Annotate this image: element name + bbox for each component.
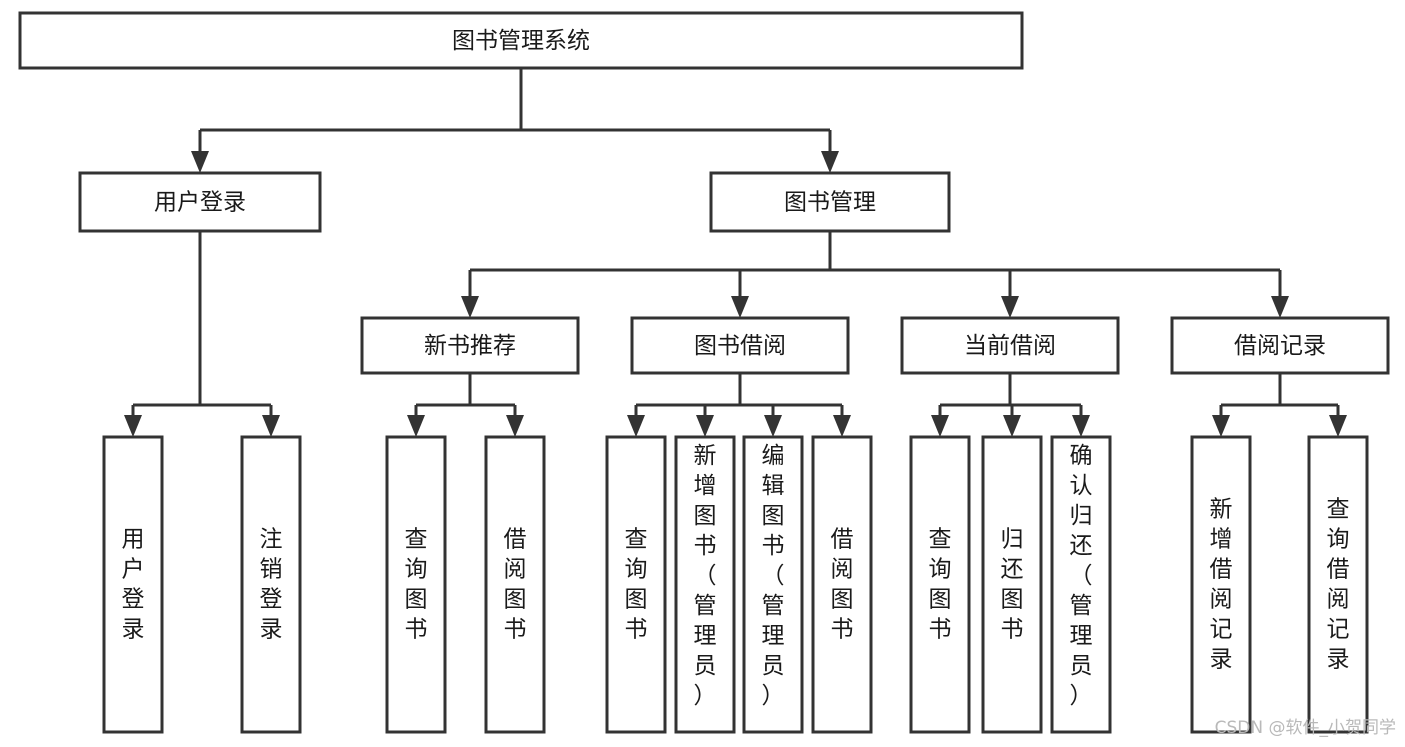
- arrow-head-icon: [764, 415, 782, 437]
- leaf-node[interactable]: 查询借阅记录: [1307, 435, 1369, 734]
- leaf-node-label: 查询图书: [625, 527, 648, 643]
- leaf-node-box[interactable]: [1307, 435, 1369, 734]
- leaf-node-label: 确认归还（管理员）: [1070, 443, 1093, 709]
- root-node-box[interactable]: [18, 11, 1024, 70]
- leaf-node-label: 注销登录: [260, 527, 283, 643]
- arrow-head-icon: [1003, 415, 1021, 437]
- level3-node-label: 当前借阅: [964, 333, 1056, 359]
- arrow-head-icon: [1001, 296, 1019, 318]
- leaf-node-box[interactable]: [240, 435, 302, 734]
- arrow-head-icon: [627, 415, 645, 437]
- leaf-node-box[interactable]: [811, 435, 873, 734]
- root-node-label: 图书管理系统: [452, 28, 590, 54]
- leaf-node-label: 用户登录: [122, 527, 145, 643]
- level2-node-box[interactable]: [78, 171, 322, 233]
- nodes-layer: 图书管理系统用户登录图书管理新书推荐图书借阅当前借阅借阅记录用户登录注销登录查询…: [18, 11, 1390, 734]
- level3-node[interactable]: 图书借阅: [630, 316, 850, 375]
- leaf-node[interactable]: 用户登录: [102, 435, 164, 734]
- level3-node-box[interactable]: [630, 316, 850, 375]
- level3-node-label: 借阅记录: [1234, 333, 1326, 359]
- arrow-head-icon: [1329, 415, 1347, 437]
- leaf-node[interactable]: 归还图书: [981, 435, 1043, 734]
- level3-node[interactable]: 借阅记录: [1170, 316, 1390, 375]
- level3-node-box[interactable]: [360, 316, 580, 375]
- leaf-node[interactable]: 确认归还（管理员）: [1050, 435, 1112, 734]
- arrow-head-icon: [262, 415, 280, 437]
- level2-node-label: 图书管理: [784, 190, 876, 216]
- arrow-head-icon: [696, 415, 714, 437]
- arrow-head-icon: [1212, 415, 1230, 437]
- leaf-node-label: 新增图书（管理员）: [694, 443, 717, 709]
- leaf-node-box[interactable]: [605, 435, 667, 734]
- arrow-head-icon: [821, 151, 839, 173]
- leaf-node-label: 借阅图书: [504, 527, 527, 643]
- leaf-node-label: 编辑图书（管理员）: [762, 443, 785, 709]
- level3-node[interactable]: 新书推荐: [360, 316, 580, 375]
- arrow-head-icon: [506, 415, 524, 437]
- arrow-head-icon: [461, 296, 479, 318]
- arrow-head-icon: [407, 415, 425, 437]
- level2-node[interactable]: 用户登录: [78, 171, 322, 233]
- leaf-node-box[interactable]: [742, 435, 804, 734]
- leaf-node[interactable]: 新增图书（管理员）: [674, 435, 736, 734]
- leaf-node-label: 新增借阅记录: [1210, 497, 1233, 673]
- arrow-head-icon: [833, 415, 851, 437]
- csdn-watermark: CSDN @软件_小贺同学: [1215, 718, 1396, 738]
- level3-node-label: 图书借阅: [694, 333, 786, 359]
- leaf-node-box[interactable]: [1190, 435, 1252, 734]
- leaf-node-box[interactable]: [385, 435, 447, 734]
- level3-node-label: 新书推荐: [424, 333, 516, 359]
- leaf-node-label: 查询借阅记录: [1327, 497, 1350, 673]
- leaf-node[interactable]: 注销登录: [240, 435, 302, 734]
- leaf-node[interactable]: 编辑图书（管理员）: [742, 435, 804, 734]
- arrow-head-icon: [931, 415, 949, 437]
- root-node[interactable]: 图书管理系统: [18, 11, 1024, 70]
- leaf-node-box[interactable]: [484, 435, 546, 734]
- level3-node[interactable]: 当前借阅: [900, 316, 1120, 375]
- leaf-node-label: 查询图书: [405, 527, 428, 643]
- arrow-head-icon: [124, 415, 142, 437]
- leaf-node-label: 借阅图书: [831, 527, 854, 643]
- leaf-node[interactable]: 新增借阅记录: [1190, 435, 1252, 734]
- leaf-node[interactable]: 借阅图书: [811, 435, 873, 734]
- level3-node-box[interactable]: [900, 316, 1120, 375]
- arrow-head-icon: [1072, 415, 1090, 437]
- level2-node-label: 用户登录: [154, 190, 246, 216]
- arrow-head-icon: [1271, 296, 1289, 318]
- connectors-layer: [124, 68, 1347, 437]
- leaf-node-box[interactable]: [1050, 435, 1112, 734]
- arrow-head-icon: [731, 296, 749, 318]
- leaf-node[interactable]: 查询图书: [909, 435, 971, 734]
- leaf-node-box[interactable]: [981, 435, 1043, 734]
- leaf-node-box[interactable]: [909, 435, 971, 734]
- leaf-node-box[interactable]: [674, 435, 736, 734]
- level3-node-box[interactable]: [1170, 316, 1390, 375]
- leaf-node[interactable]: 查询图书: [605, 435, 667, 734]
- level2-node-box[interactable]: [709, 171, 951, 233]
- leaf-node-label: 查询图书: [929, 527, 952, 643]
- leaf-node-box[interactable]: [102, 435, 164, 734]
- leaf-node[interactable]: 查询图书: [385, 435, 447, 734]
- level2-node[interactable]: 图书管理: [709, 171, 951, 233]
- leaf-node[interactable]: 借阅图书: [484, 435, 546, 734]
- leaf-node-label: 归还图书: [1001, 527, 1024, 643]
- arrow-head-icon: [191, 151, 209, 173]
